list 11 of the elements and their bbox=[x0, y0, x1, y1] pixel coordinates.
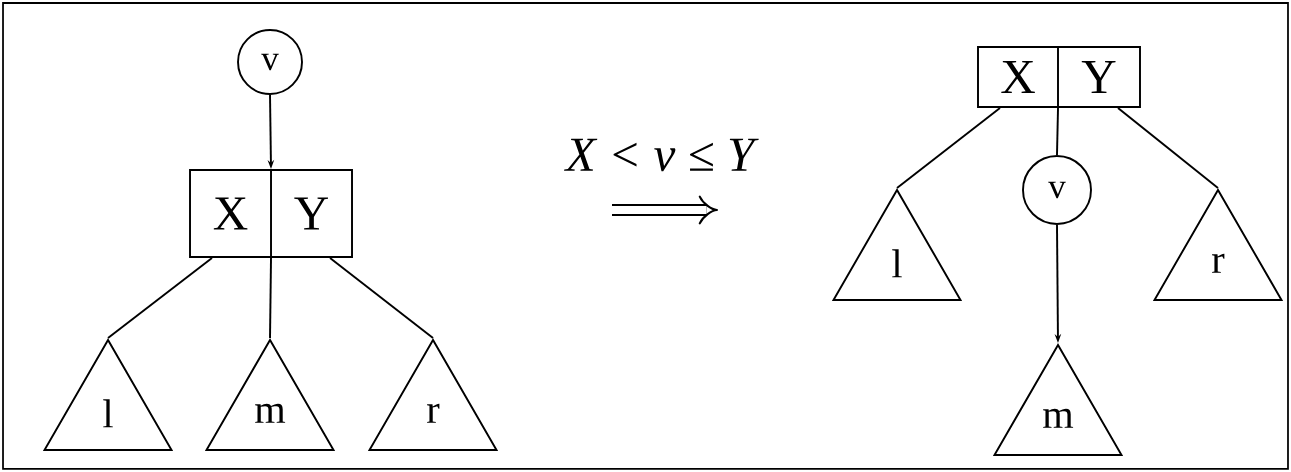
connector bbox=[1117, 107, 1219, 189]
condition-label: X < v ≤ Y bbox=[564, 138, 759, 172]
circle-node: v bbox=[237, 29, 303, 95]
circle-node: v bbox=[1022, 155, 1092, 225]
split-box: X Y bbox=[977, 46, 1141, 108]
connector bbox=[1056, 107, 1059, 156]
connector bbox=[269, 257, 272, 339]
connector bbox=[329, 257, 434, 339]
split-box: X Y bbox=[189, 169, 353, 258]
connector bbox=[896, 107, 1001, 189]
connector bbox=[107, 257, 213, 339]
